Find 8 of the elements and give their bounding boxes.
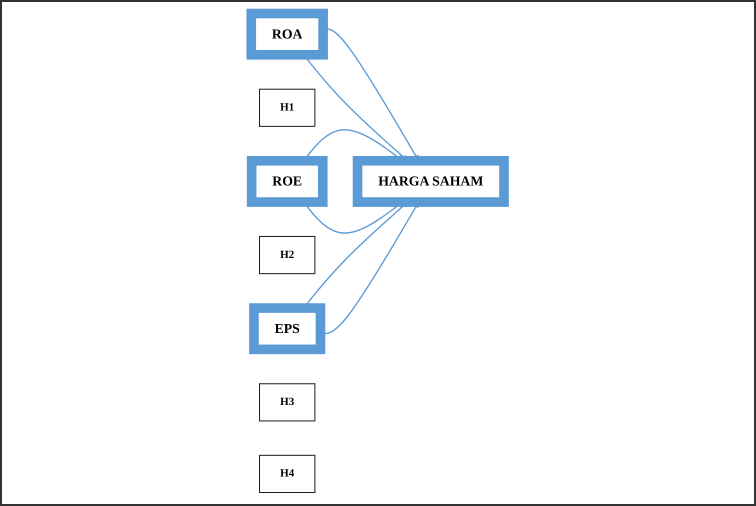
node-box: ROA xyxy=(246,8,328,60)
node-box: HARGA SAHAM xyxy=(353,156,510,207)
node-box: H3 xyxy=(259,383,316,422)
node-box: ROE xyxy=(247,156,328,207)
node-box: H4 xyxy=(259,454,316,493)
node-box: H2 xyxy=(259,236,316,274)
node-box: H1 xyxy=(259,88,316,127)
node-box: EPS xyxy=(249,303,326,354)
